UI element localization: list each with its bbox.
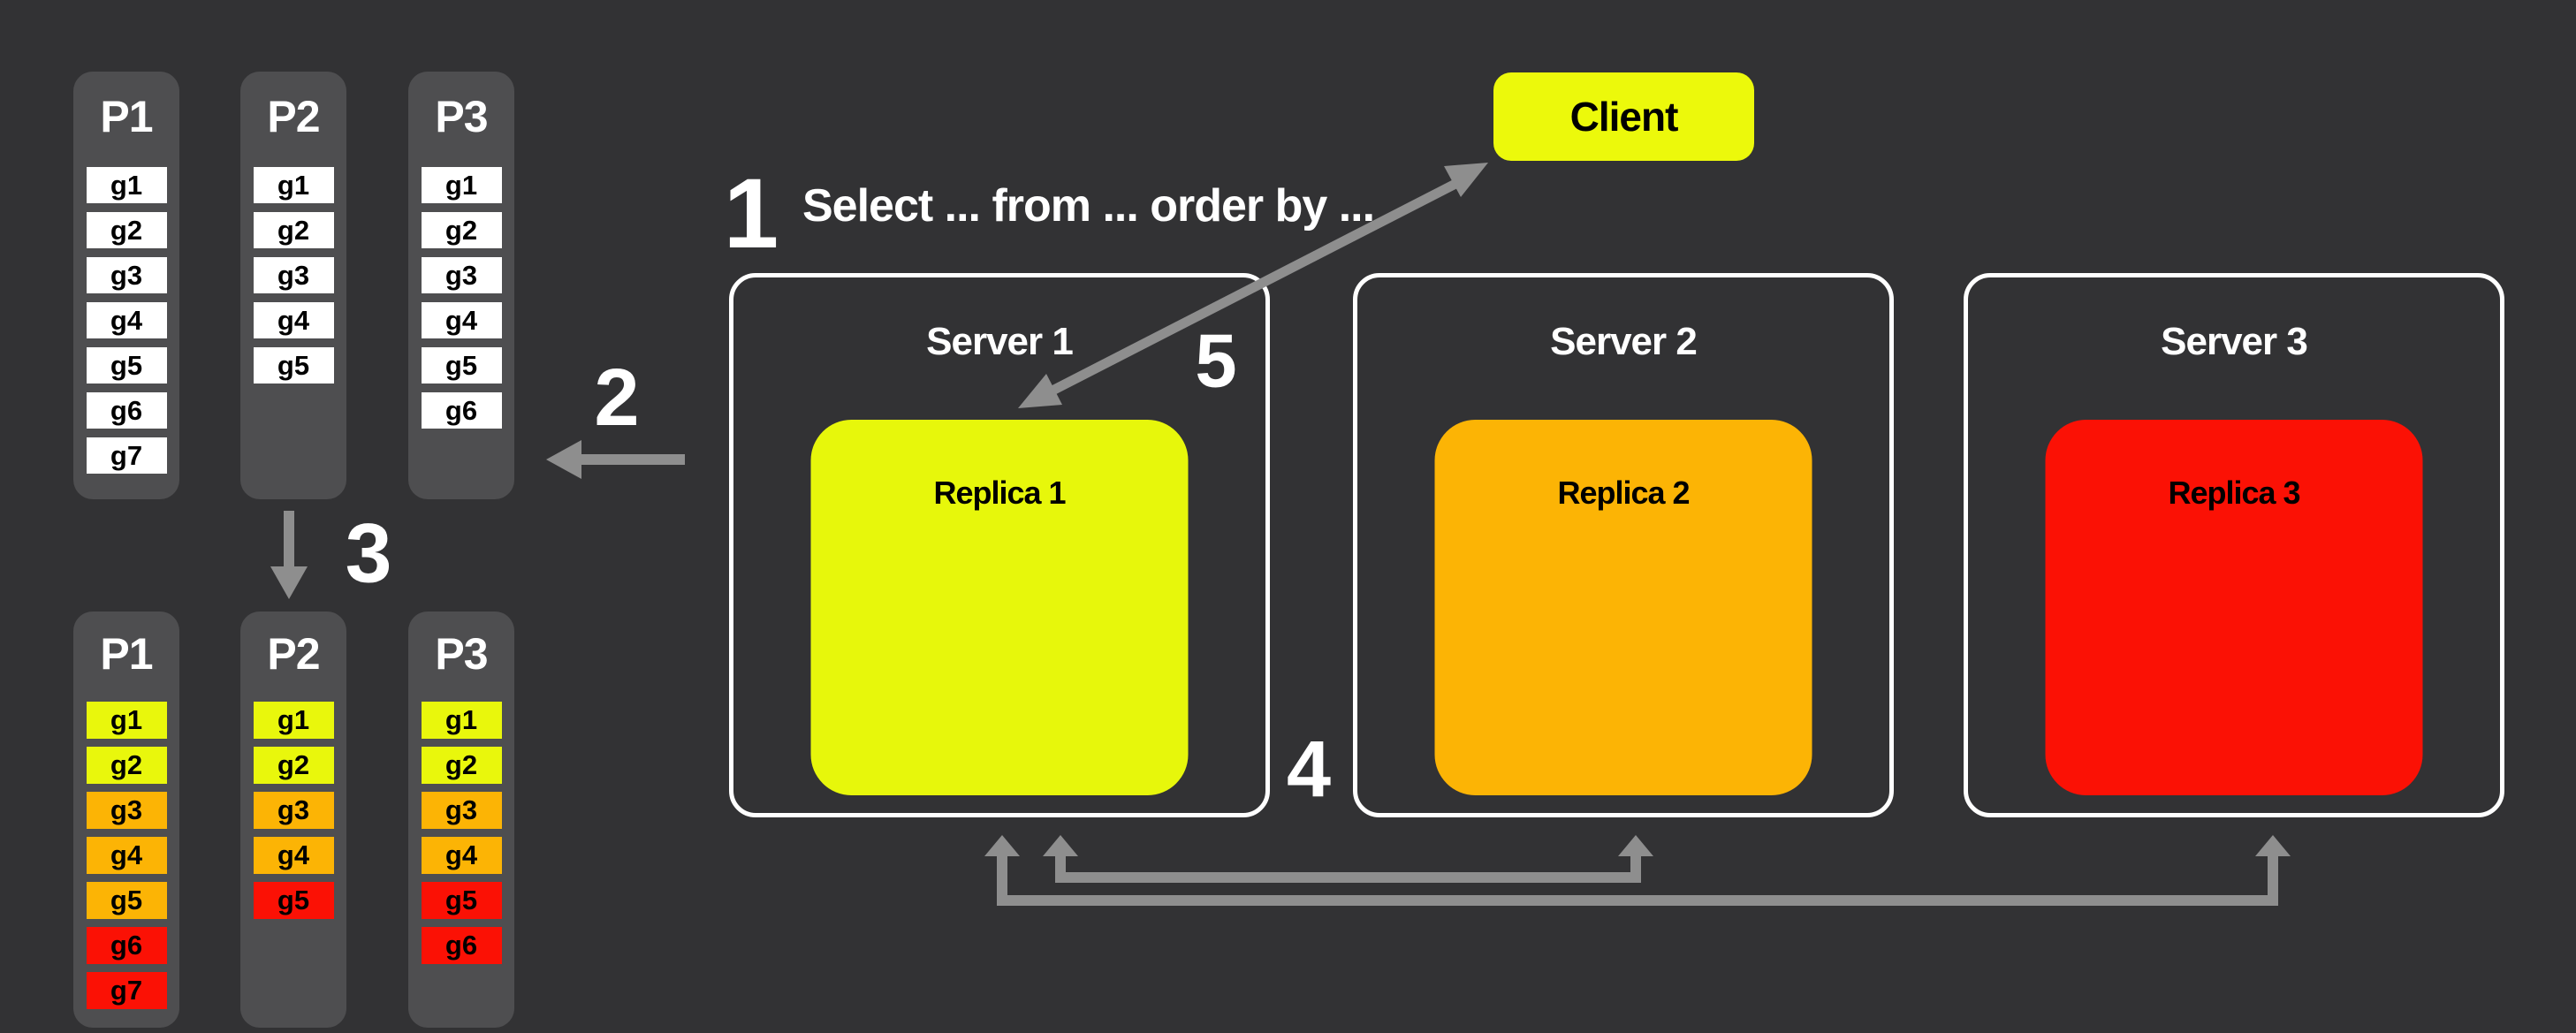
partition-label: P3 <box>435 629 488 679</box>
cell-list: g1 g2 g3 g4 g5 <box>253 167 334 384</box>
server-label: Server 3 <box>2161 320 2308 363</box>
partition-cell: g6 <box>421 927 502 964</box>
step-2-number: 2 <box>594 353 640 443</box>
cell-list: g1 g2 g3 g4 g5 g6 <box>421 702 502 964</box>
partition-cell: g4 <box>86 837 167 874</box>
partition-cell: g2 <box>421 212 502 248</box>
partition-cell: g4 <box>421 837 502 874</box>
partition-label: P1 <box>100 92 153 141</box>
replica-label: Replica 2 <box>1557 475 1690 511</box>
partition-cell: g3 <box>253 792 334 829</box>
step-3-down-arrow-icon <box>270 511 308 599</box>
query-text: Select ... from ... order by ... <box>802 180 1375 232</box>
partition-cell: g3 <box>86 792 167 829</box>
partition-panel-after-p1: P1 g1 g2 g3 g4 g5 g6 g7 <box>73 611 179 1028</box>
partition-cell: g5 <box>253 347 334 384</box>
replica-label: Replica 1 <box>933 475 1066 511</box>
cell-list: g1 g2 g3 g4 g5 g6 <box>421 167 502 429</box>
partition-cell: g2 <box>86 747 167 784</box>
partition-cell: g5 <box>421 882 502 919</box>
partition-cell: g1 <box>253 167 334 203</box>
replica-2-box: Replica 2 <box>1434 420 1812 795</box>
partition-cell: g4 <box>86 302 167 338</box>
step-1-number: 1 <box>723 158 779 269</box>
partition-cell: g3 <box>421 257 502 293</box>
replication-arrowheads-icon <box>984 835 2291 856</box>
replica-3-box: Replica 3 <box>2045 420 2423 795</box>
partition-cell: g2 <box>421 747 502 784</box>
server-label: Server 1 <box>926 320 1074 363</box>
step-4-number: 4 <box>1286 725 1332 814</box>
partition-cell: g1 <box>421 167 502 203</box>
partition-cell: g5 <box>253 882 334 919</box>
partition-panel-before-p1: P1 g1 g2 g3 g4 g5 g6 g7 <box>73 72 179 499</box>
partition-panel-after-p2: P2 g1 g2 g3 g4 g5 <box>240 611 346 1028</box>
client-box: Client <box>1493 72 1754 161</box>
replica-label: Replica 3 <box>2168 475 2300 511</box>
partition-panel-before-p3: P3 g1 g2 g3 g4 g5 g6 <box>408 72 514 499</box>
server-label: Server 2 <box>1550 320 1698 363</box>
partition-label: P3 <box>435 92 488 141</box>
partition-cell: g6 <box>421 392 502 429</box>
server-2-box: Server 2 Replica 2 <box>1353 273 1894 817</box>
step-5-number: 5 <box>1195 319 1237 404</box>
replication-connector-server1-server3-icon <box>997 854 2278 906</box>
step-3-number: 3 <box>345 506 392 601</box>
server-1-box: Server 1 Replica 1 <box>729 273 1270 817</box>
partition-cell: g1 <box>86 702 167 739</box>
partition-cell: g4 <box>421 302 502 338</box>
partition-cell: g2 <box>86 212 167 248</box>
partition-cell: g7 <box>86 972 167 1009</box>
partition-cell: g4 <box>253 837 334 874</box>
partition-cell: g2 <box>253 747 334 784</box>
partition-cell: g5 <box>86 882 167 919</box>
cell-list: g1 g2 g3 g4 g5 <box>253 702 334 919</box>
partition-panel-before-p2: P2 g1 g2 g3 g4 g5 <box>240 72 346 499</box>
partition-panel-after-p3: P3 g1 g2 g3 g4 g5 g6 <box>408 611 514 1028</box>
partition-cell: g6 <box>86 392 167 429</box>
partition-cell: g1 <box>421 702 502 739</box>
partition-label: P1 <box>100 629 153 679</box>
cell-list: g1 g2 g3 g4 g5 g6 g7 <box>86 702 167 1009</box>
cell-list: g1 g2 g3 g4 g5 g6 g7 <box>86 167 167 474</box>
partition-cell: g5 <box>86 347 167 384</box>
replication-connector-server1-server2-icon <box>1055 854 1641 883</box>
partition-cell: g3 <box>421 792 502 829</box>
replica-1-box: Replica 1 <box>810 420 1189 795</box>
step-2-left-arrow-icon <box>546 440 685 479</box>
partition-label: P2 <box>267 92 320 141</box>
partition-label: P2 <box>267 629 320 679</box>
partition-cell: g5 <box>421 347 502 384</box>
partition-cell: g4 <box>253 302 334 338</box>
partition-cell: g2 <box>253 212 334 248</box>
partition-cell: g3 <box>86 257 167 293</box>
partition-cell: g1 <box>86 167 167 203</box>
partition-cell: g3 <box>253 257 334 293</box>
server-3-box: Server 3 Replica 3 <box>1964 273 2504 817</box>
partition-cell: g7 <box>86 437 167 474</box>
partition-cell: g1 <box>253 702 334 739</box>
partition-cell: g6 <box>86 927 167 964</box>
